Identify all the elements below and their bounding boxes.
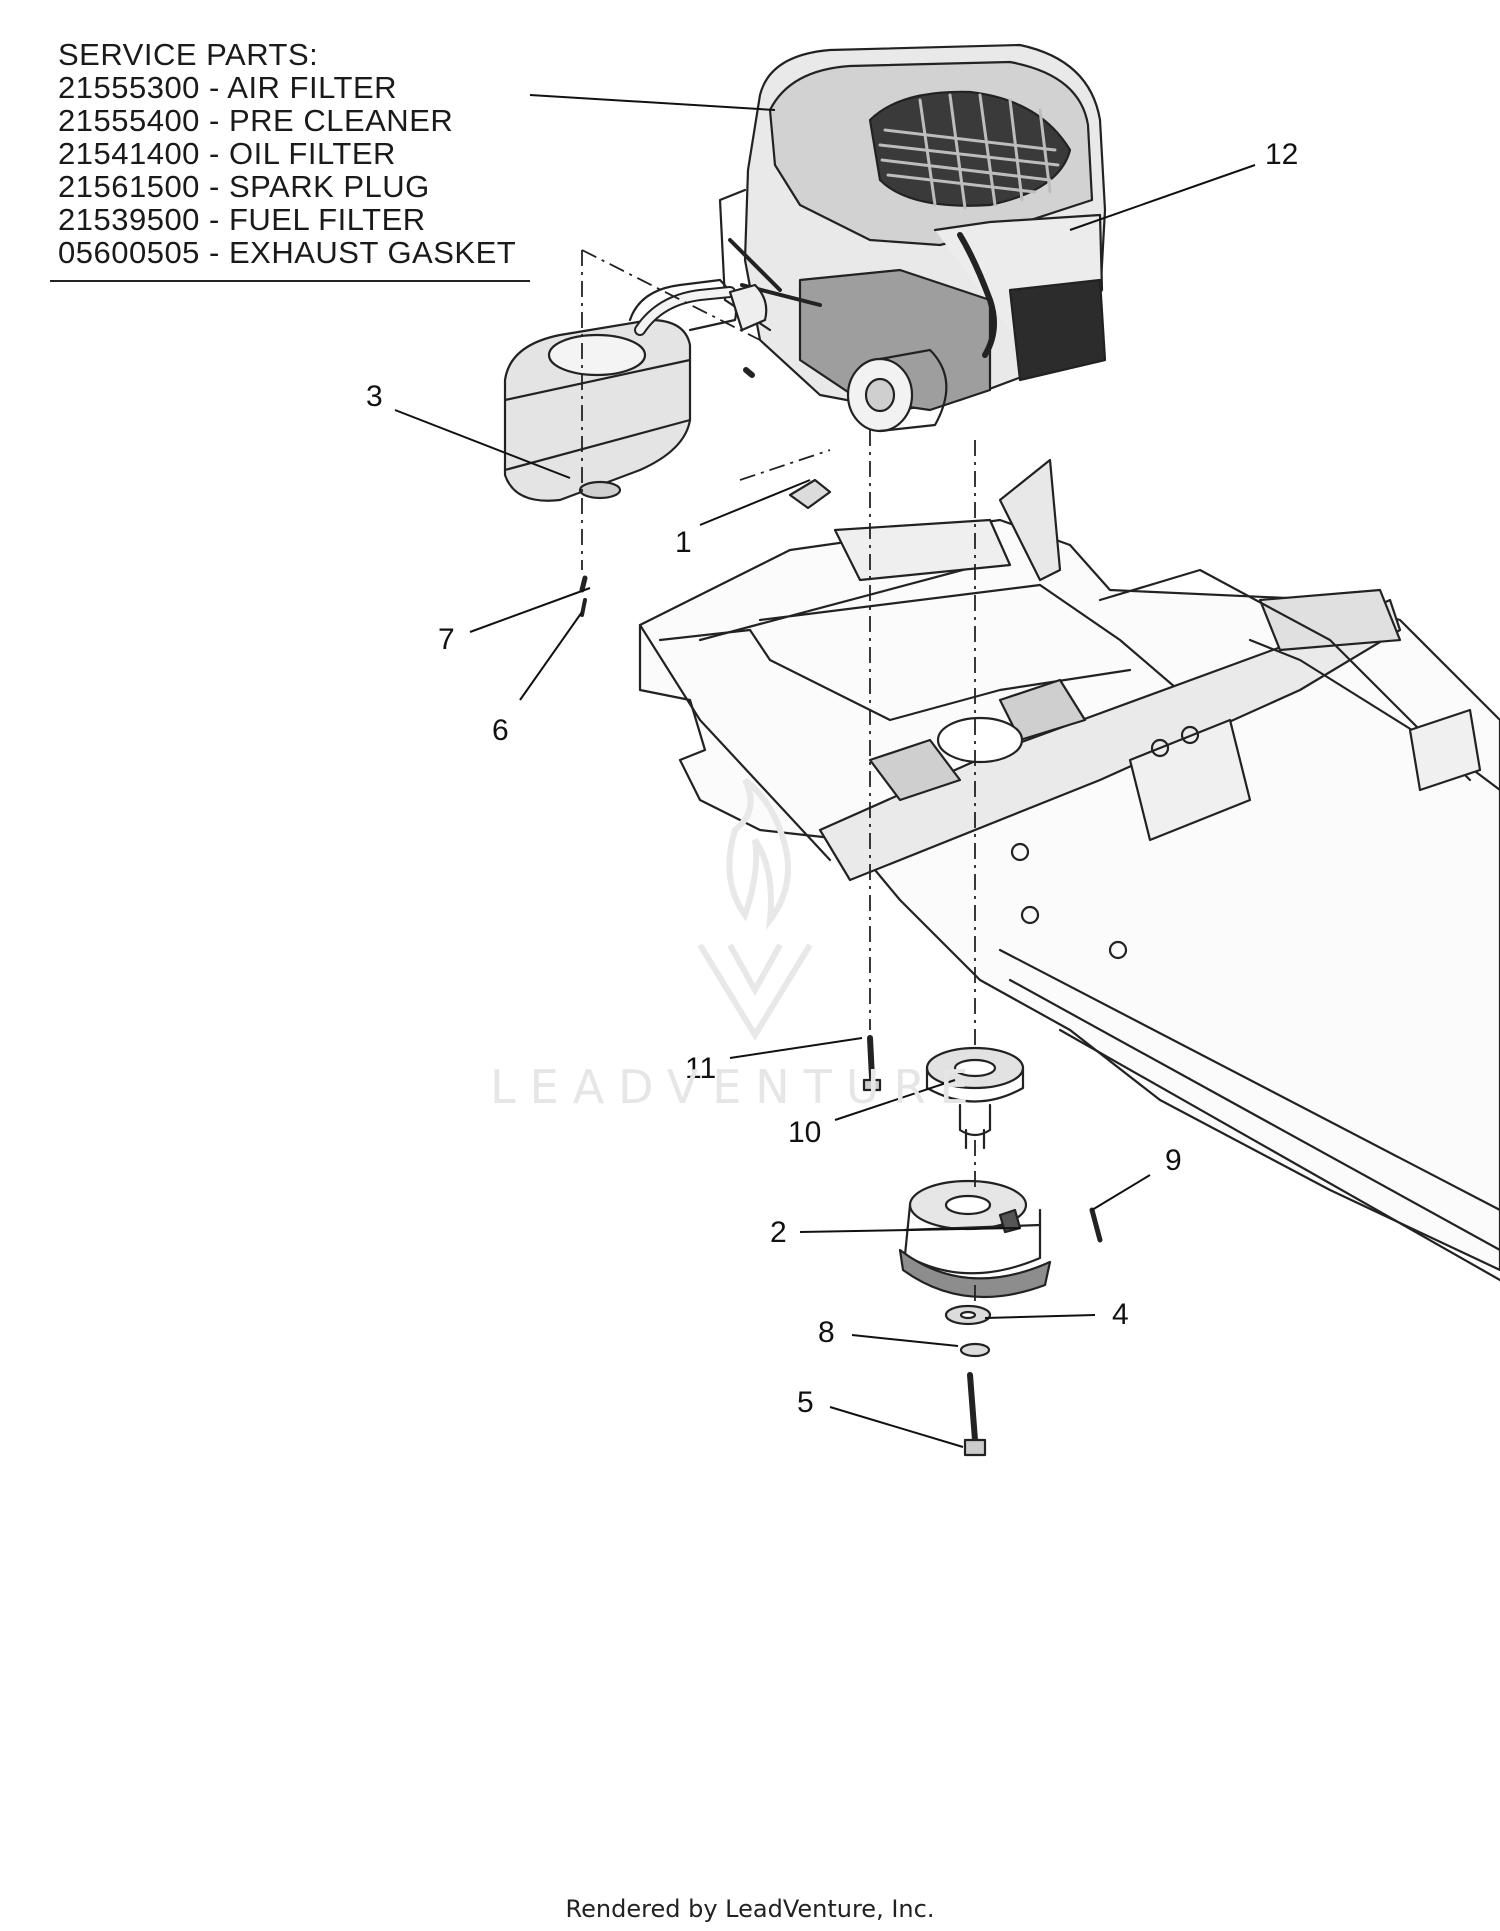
service-parts-heading: SERVICE PARTS: (58, 37, 319, 72)
service-part-item: 21539500 - FUEL FILTER (58, 202, 426, 237)
callout-4: 4 (1112, 1298, 1129, 1331)
service-parts-list: SERVICE PARTS: 21555300 - AIR FILTER 215… (58, 38, 538, 269)
engine-illustration (718, 43, 1107, 433)
footer-credit: Rendered by LeadVenture, Inc. (565, 1895, 935, 1923)
watermark-logo (697, 777, 813, 1041)
frame-illustration (638, 458, 1500, 1282)
service-parts-underline (50, 280, 530, 282)
leader-lines (394, 94, 1256, 1448)
callout-9: 9 (1165, 1144, 1182, 1177)
callout-7: 7 (438, 623, 455, 656)
callout-3: 3 (366, 380, 383, 413)
callout-2: 2 (770, 1216, 787, 1249)
callout-12: 12 (1265, 138, 1299, 171)
pulley-illustration (925, 1046, 1025, 1150)
clutch-illustration (898, 1179, 1052, 1299)
service-part-item: 05600505 - EXHAUST GASKET (58, 235, 517, 270)
service-part-item: 21561500 - SPARK PLUG (58, 169, 430, 204)
service-part-item: 21555300 - AIR FILTER (58, 70, 398, 105)
callout-6: 6 (492, 714, 509, 747)
muffler-illustration (503, 278, 768, 502)
callout-10: 10 (788, 1116, 822, 1149)
service-part-item: 21541400 - OIL FILTER (58, 136, 396, 171)
callout-1: 1 (675, 526, 692, 559)
service-part-item: 21555400 - PRE CLEANER (58, 103, 454, 138)
callout-8: 8 (818, 1316, 835, 1349)
callout-11: 11 (685, 1052, 717, 1085)
callout-5: 5 (797, 1386, 814, 1419)
watermark-text: LEADVENTURE (490, 1060, 983, 1114)
